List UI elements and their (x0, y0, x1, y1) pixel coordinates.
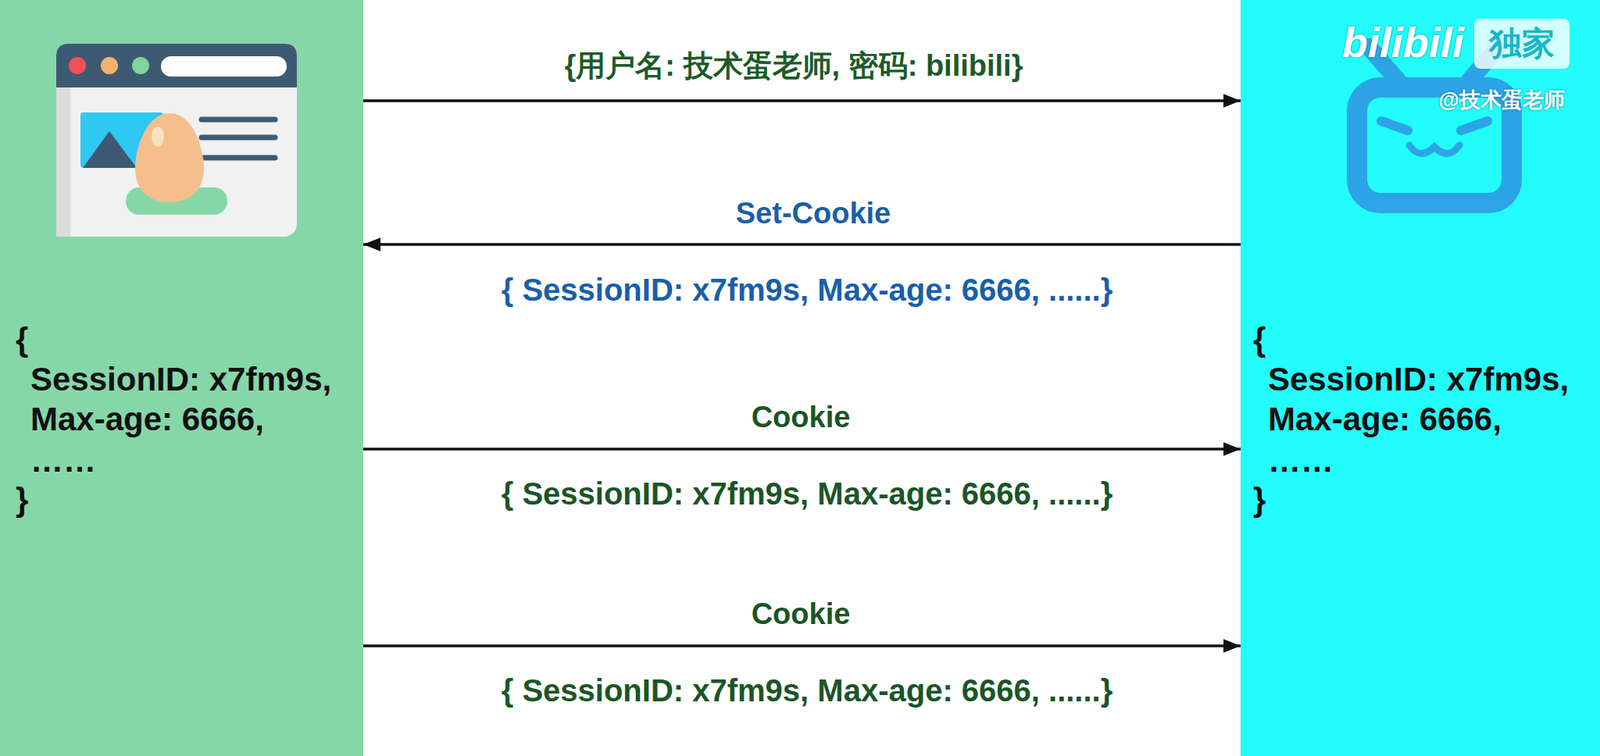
window-dot (132, 57, 150, 75)
session-field: …… (1267, 441, 1334, 481)
message-label: Set-Cookie (731, 196, 896, 233)
browser-panel: {SessionID: x7fm9s,Max-age: 6666,……} (0, 0, 364, 756)
tv-eye (1381, 121, 1408, 131)
message-arrow (363, 99, 1241, 103)
watermark-logo: bilibili (1342, 17, 1465, 68)
browser-titlebar (56, 43, 297, 88)
session-field: Max-age: 6666, (30, 400, 265, 440)
bilibili-tv-icon (1357, 46, 1512, 204)
message-label: {用户名: 技术蛋老师, 密码: bilibili} (560, 48, 1029, 85)
address-bar (160, 56, 287, 77)
server-panel-ground (1240, 0, 1600, 756)
message-label: Cookie (746, 400, 856, 436)
egg-highlight (151, 126, 165, 147)
window-dot (100, 57, 118, 75)
message-label: Cookie (746, 596, 856, 633)
session-field: …… (30, 441, 97, 481)
watermark-badge: 独家 (1489, 24, 1555, 64)
session-field: } (1253, 480, 1266, 520)
browser-shade (56, 78, 71, 237)
session-field: { (1253, 320, 1266, 360)
session-field: SessionID: x7fm9s, (30, 360, 332, 400)
message-arrow (363, 644, 1241, 648)
text-line (201, 155, 275, 161)
cookie-payload: { SessionID: x7fm9s, Max-age: 6666, ....… (501, 671, 1114, 710)
watermark-badge-box (1474, 18, 1570, 69)
cookie-payload: { SessionID: x7fm9s, Max-age: 6666, ....… (501, 475, 1114, 513)
text-line (201, 117, 275, 123)
message-arrow (363, 242, 1241, 247)
session-field: Max-age: 6666, (1267, 400, 1502, 440)
mountain (82, 131, 137, 168)
text-line (201, 135, 275, 141)
watermark-author: @技术蛋老师 (1438, 87, 1565, 113)
browser-window (56, 43, 297, 237)
tv-mouth (1409, 145, 1460, 154)
session-field: { (15, 320, 29, 360)
message-arrow (363, 447, 1241, 451)
session-field: } (15, 480, 29, 520)
browser-panel-ground (0, 0, 364, 756)
cookie-payload: { SessionID: x7fm9s, Max-age: 6666, ....… (501, 271, 1114, 309)
egg (135, 113, 204, 203)
session-field: SessionID: x7fm9s, (1267, 360, 1569, 400)
server-panel: {SessionID: x7fm9s,Max-age: 6666,……} (1240, 0, 1600, 756)
browser-icon (56, 43, 297, 237)
window-dot (68, 57, 86, 75)
tv-eye (1460, 121, 1488, 131)
